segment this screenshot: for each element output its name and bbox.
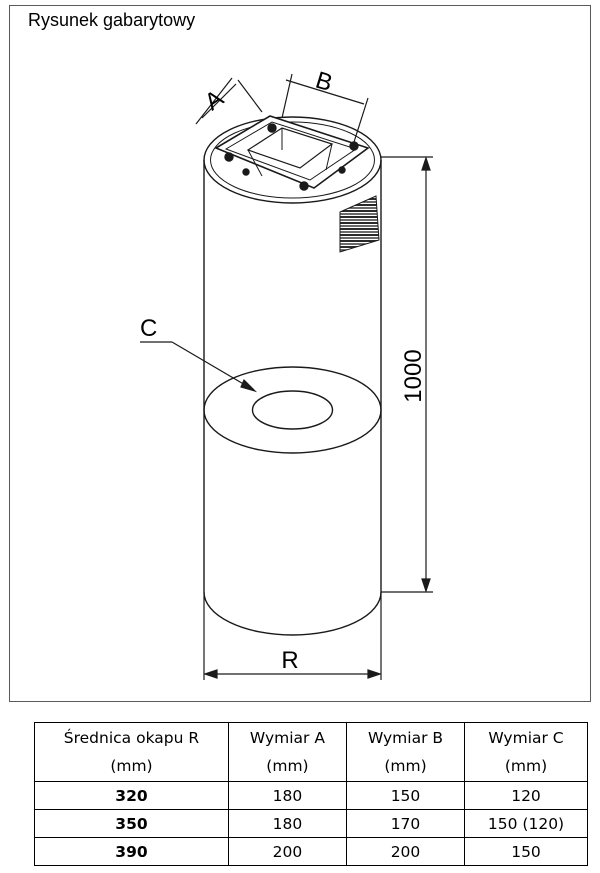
label-c: C (140, 315, 157, 342)
cylinder-body (203, 160, 382, 636)
cell-diameter: 350 (34, 809, 229, 838)
cell-dim-b: 200 (345, 837, 466, 866)
cell-dim-a: 180 (227, 809, 347, 838)
table-row: 320 180 150 120 (34, 781, 588, 810)
cell-dim-c: 150 (120) (464, 809, 588, 838)
label-b: B (312, 67, 335, 98)
cell-dim-b: 170 (345, 809, 466, 838)
cell-dim-c: 120 (464, 781, 588, 810)
drawing-frame (9, 5, 591, 702)
header-dim-a: Wymiar A (mm) (227, 722, 347, 782)
dimension-r (203, 592, 382, 680)
cell-dim-c: 150 (464, 837, 588, 866)
dimension-b (281, 73, 369, 143)
cell-dim-b: 150 (345, 781, 466, 810)
cell-dim-a: 180 (227, 781, 347, 810)
cell-diameter: 320 (34, 781, 229, 810)
label-height: 1000 (400, 349, 427, 402)
top-opening (203, 115, 382, 204)
header-dim-b: Wymiar B (mm) (345, 722, 466, 782)
dimension-a (195, 77, 263, 125)
drawing-title: Rysunek gabarytowy (28, 10, 196, 30)
header-diameter: Średnica okapu R (mm) (34, 722, 229, 782)
dimension-c-leader (140, 341, 258, 393)
label-r: R (281, 647, 298, 674)
label-a: A (200, 85, 229, 116)
light-band (203, 366, 382, 454)
dimension-height (381, 156, 433, 593)
table-row: 350 180 170 150 (120) (34, 809, 588, 838)
outlet-c (251, 390, 334, 430)
vent-grill (339, 195, 380, 253)
header-dim-c: Wymiar C (mm) (464, 722, 588, 782)
table-header-row: Średnica okapu R (mm) Wymiar A (mm) Wymi… (34, 722, 588, 782)
cell-dim-a: 200 (227, 837, 347, 866)
table-row: 390 200 200 150 (34, 837, 588, 866)
dimensions-table: Średnica okapu R (mm) Wymiar A (mm) Wymi… (34, 722, 588, 866)
cell-diameter: 390 (34, 837, 229, 866)
hood-dimension-drawing: A B C 1000 R (140, 67, 433, 680)
